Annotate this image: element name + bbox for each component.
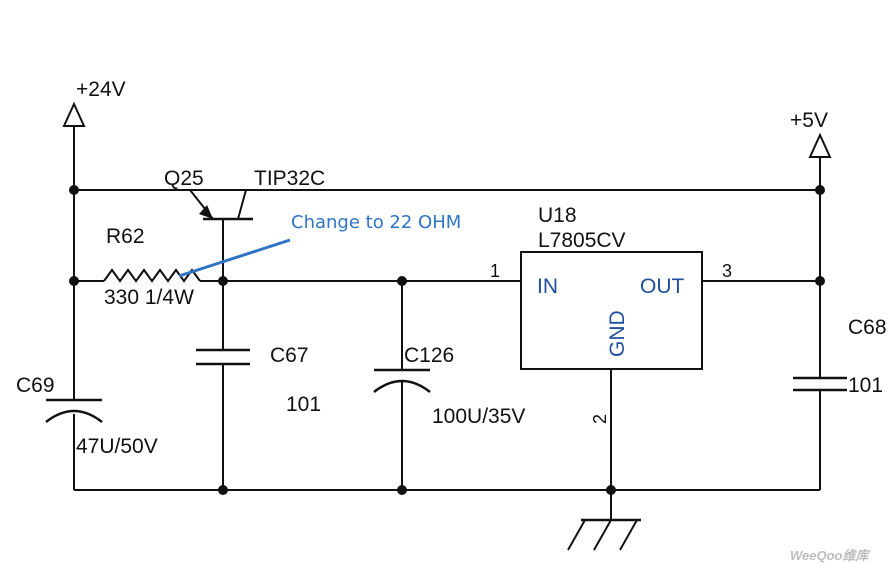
capacitor-c67-value: 101 <box>286 393 321 416</box>
capacitor-c68-value: 101 <box>848 374 883 397</box>
resistor-ref: R62 <box>106 225 145 248</box>
rail-5v-label: +5V <box>790 109 828 132</box>
junction-dots <box>69 185 825 495</box>
transistor-part: TIP32C <box>254 167 325 190</box>
ground-symbol <box>567 518 641 551</box>
regulator-pin-in-number: 1 <box>490 261 500 281</box>
regulator-pin-in-label: IN <box>537 275 558 298</box>
capacitor-c68-symbol <box>793 376 847 392</box>
resistor-r62-symbol <box>103 268 201 283</box>
capacitor-c126-ref: C126 <box>404 344 454 367</box>
watermark: WeeQoo维库 <box>790 548 871 563</box>
rail-24v-symbol <box>62 101 86 190</box>
capacitor-c68-ref: C68 <box>848 316 887 339</box>
regulator-pin-out-label: OUT <box>640 275 685 298</box>
regulator-ref: U18 <box>538 204 577 227</box>
annotation-text: Change to 22 OHM <box>291 212 461 233</box>
regulator-pin-out-number: 3 <box>722 261 732 281</box>
regulator-pin-gnd-label: GND <box>606 310 629 357</box>
capacitor-c69-value: 47U/50V <box>76 435 158 458</box>
capacitor-c126-symbol <box>373 281 431 490</box>
resistor-value: 330 1/4W <box>104 286 194 309</box>
capacitor-c67-symbol <box>196 281 250 490</box>
annotation-arrow-line <box>178 238 291 278</box>
capacitor-c67-ref: C67 <box>270 344 309 367</box>
regulator-part: L7805CV <box>538 229 626 252</box>
rail-24v-label: +24V <box>76 78 126 101</box>
capacitor-c126-value: 100U/35V <box>432 405 525 428</box>
regulator-pin-gnd-number: 2 <box>590 414 610 424</box>
transistor-q25-symbol <box>189 189 253 281</box>
capacitor-c69-symbol <box>45 398 103 423</box>
capacitor-c69-ref: C69 <box>16 374 55 397</box>
transistor-ref: Q25 <box>164 167 204 190</box>
rail-5v-symbol <box>808 132 832 190</box>
